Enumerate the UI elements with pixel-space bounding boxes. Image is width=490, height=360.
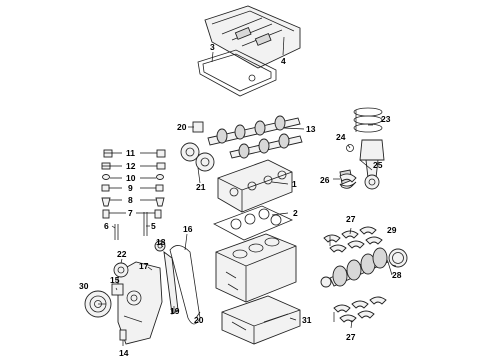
- piston-rings: [353, 107, 383, 133]
- callout-31: 31: [302, 315, 312, 325]
- camshafts: [207, 115, 303, 159]
- callout-14: 14: [119, 348, 129, 358]
- cam-phaser: [180, 142, 215, 172]
- callout-2: 2: [293, 208, 298, 218]
- callout-9: 9: [128, 183, 133, 193]
- callout-11: 11: [126, 148, 135, 158]
- callout-1: 1: [292, 179, 297, 189]
- callout-3: 3: [210, 42, 215, 52]
- rod-bearings: [339, 173, 357, 189]
- callout-30: 30: [79, 281, 89, 291]
- callout-20-lower: 20: [194, 315, 204, 325]
- leader-lines: [98, 36, 397, 346]
- timing-chain: [163, 245, 201, 325]
- callout-26: 26: [320, 175, 330, 185]
- callout-29: 29: [387, 225, 397, 235]
- callout-6: 6: [104, 221, 109, 231]
- callout-10: 10: [126, 173, 136, 183]
- crankshaft: [320, 247, 389, 288]
- main-bearings-upper: [323, 226, 383, 253]
- callout-17: 17: [139, 261, 149, 271]
- valve-cover: [204, 5, 301, 69]
- callout-12: 12: [126, 161, 136, 171]
- callout-20-upper: 20: [177, 122, 187, 132]
- oil-pan: [221, 295, 301, 345]
- cylinder-head: [217, 159, 293, 213]
- front-cover: [117, 261, 163, 345]
- timing-sprocket: [154, 240, 166, 252]
- callout-7: 7: [128, 208, 133, 218]
- valve-cover-gasket: [197, 49, 277, 97]
- callout-8: 8: [128, 195, 133, 205]
- rear-main-seal: [388, 248, 408, 268]
- callout-4: 4: [281, 56, 286, 66]
- callout-19: 19: [170, 306, 180, 316]
- callout-18: 18: [156, 237, 166, 247]
- valvetrain-parts: [101, 149, 166, 240]
- head-gasket: [213, 205, 293, 241]
- crank-sensor: [119, 329, 127, 341]
- callout-15: 15: [110, 275, 120, 285]
- callout-labels: 1 2 3 4 5 6 7 8 9 10 11 12 13 14 15 16 1…: [79, 42, 402, 358]
- callout-23: 23: [381, 114, 391, 124]
- callout-5: 5: [151, 221, 156, 231]
- oil-pump: [111, 283, 124, 296]
- callout-21: 21: [196, 182, 206, 192]
- engine-block: [215, 233, 297, 303]
- callout-13: 13: [306, 124, 316, 134]
- callout-27-lower: 27: [346, 332, 356, 342]
- callout-24: 24: [336, 132, 346, 142]
- cam-sensor: [192, 121, 204, 133]
- water-pump: [113, 262, 129, 278]
- main-bearings-lower: [333, 296, 387, 323]
- callout-25: 25: [373, 160, 383, 170]
- callout-27-upper: 27: [346, 214, 356, 224]
- callout-22: 22: [117, 249, 127, 259]
- callout-28: 28: [392, 270, 402, 280]
- callout-16: 16: [183, 224, 193, 234]
- bracket-lines: [329, 110, 357, 322]
